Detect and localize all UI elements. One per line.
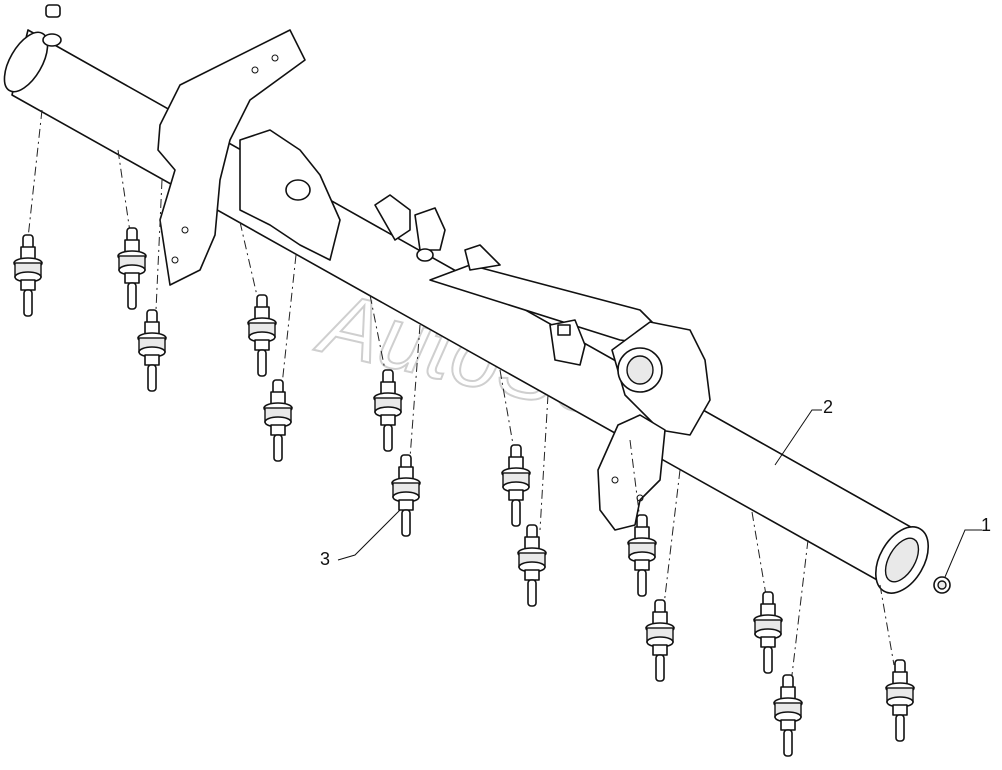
nozzle-group xyxy=(13,227,915,757)
nozzle xyxy=(753,591,783,674)
nozzle xyxy=(137,309,167,392)
nozzle xyxy=(517,524,547,607)
end-plug-top xyxy=(42,4,62,47)
pivot-housing xyxy=(611,321,711,436)
nozzle xyxy=(13,234,43,317)
callout-3: 3 xyxy=(320,509,401,569)
end-plug-right xyxy=(933,576,951,594)
nozzle xyxy=(627,514,657,597)
center-bracket xyxy=(239,129,341,261)
nozzle xyxy=(373,369,403,452)
main-tube xyxy=(3,29,930,594)
lug-pair xyxy=(374,194,446,262)
arm-bracket xyxy=(429,244,661,366)
callout-label-1: 1 xyxy=(981,515,991,535)
nozzle xyxy=(501,444,531,527)
nozzle xyxy=(773,674,803,757)
nozzle xyxy=(247,294,277,377)
callout-2: 2 xyxy=(774,397,833,466)
nozzle xyxy=(117,227,147,310)
assembly-center-lines xyxy=(27,109,895,676)
nozzle xyxy=(645,599,675,682)
left-bracket xyxy=(157,29,306,286)
nozzle xyxy=(391,454,421,537)
nozzle xyxy=(263,379,293,462)
callout-label-3: 3 xyxy=(320,549,330,569)
callout-1: 1 xyxy=(944,515,991,578)
callout-label-2: 2 xyxy=(823,397,833,417)
nozzle xyxy=(885,659,915,742)
right-bracket xyxy=(597,414,666,531)
